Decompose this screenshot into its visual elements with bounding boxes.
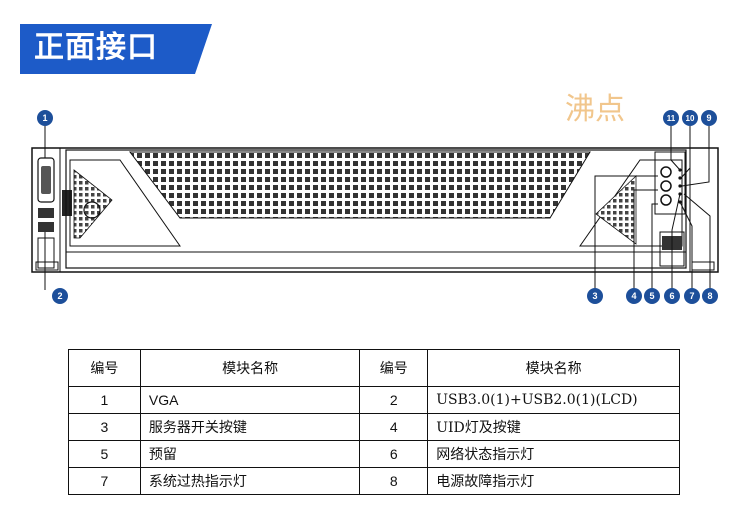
row-number: 4: [359, 413, 429, 441]
row-module-name: USB3.0(1)+USB2.0(1)(LCD): [427, 386, 680, 414]
callout-1: 1: [37, 110, 53, 126]
table-header-row: 编号 模块名称 编号 模块名称: [68, 349, 680, 387]
header-module-name-1: 模块名称: [139, 349, 361, 387]
header-module-name-2: 模块名称: [427, 349, 680, 387]
row-module-name: 电源故障指示灯: [427, 467, 680, 495]
row-number: 1: [68, 386, 141, 414]
table-row: 1 VGA 2 USB3.0(1)+USB2.0(1)(LCD): [68, 386, 680, 414]
row-module-name: VGA: [139, 386, 361, 414]
row-module-name: 系统过热指示灯: [139, 467, 361, 495]
callout-5-label: 5: [649, 291, 654, 301]
callout-10-label: 10: [686, 114, 695, 123]
row-number: 8: [359, 467, 429, 495]
header-number-1: 编号: [68, 349, 141, 387]
usb2-port: [38, 222, 54, 232]
banner-shape: [20, 24, 212, 74]
callout-3: 3: [587, 288, 603, 304]
row-number: 3: [68, 413, 141, 441]
server-front-panel-diagram: 1 2 3 4 5 6 7 8 9 10 11: [31, 110, 719, 304]
table-row: 5 预留 6 网络状态指示灯: [68, 440, 680, 468]
open-latch: [62, 190, 72, 216]
module-table: 编号 模块名称 编号 模块名称 1 VGA 2 USB3.0(1)+USB2.0…: [68, 349, 680, 495]
vga-port-pins: [41, 166, 51, 194]
watermark-text: 沸点: [565, 92, 625, 127]
callout-6: 6: [664, 288, 680, 304]
uid-button: [660, 180, 672, 192]
title-banner: 正面接口: [20, 24, 212, 74]
callout-4: 4: [626, 288, 642, 304]
bezel-lock: [83, 201, 101, 219]
row-number: 6: [359, 440, 429, 468]
callout-10: 10: [682, 110, 698, 126]
leader-lines: [44, 126, 711, 290]
header-number-2: 编号: [359, 349, 429, 387]
row-module-name: 网络状态指示灯: [427, 440, 680, 468]
callout-11: 11: [663, 110, 679, 126]
callout-11-label: 11: [667, 114, 676, 123]
callout-7-label: 7: [689, 291, 694, 301]
usb3-port: [38, 208, 54, 218]
callout-8: 8: [702, 288, 718, 304]
left-ear-ports: [37, 157, 72, 269]
page-title: 正面接口: [34, 30, 158, 65]
row-module-name: 服务器开关按键: [139, 413, 361, 441]
reserved-button: [660, 194, 672, 206]
callout-9: 9: [701, 110, 717, 126]
row-module-name: UID灯及按键: [427, 413, 680, 441]
bezel-vent-mesh: [128, 151, 591, 219]
table-row: 7 系统过热指示灯 8 电源故障指示灯: [68, 467, 680, 495]
callout-9-label: 9: [706, 113, 711, 123]
callout-1-label: 1: [42, 113, 47, 123]
front-bezel: [65, 149, 687, 269]
callout-2-label: 2: [57, 291, 62, 301]
callout-8-label: 8: [707, 291, 712, 301]
row-number: 7: [68, 467, 141, 495]
callout-markers: 1 2 3 4 5 6 7 8 9 10 11: [37, 110, 718, 304]
table-row: 3 服务器开关按键 4 UID灯及按键: [68, 413, 680, 441]
callout-5: 5: [644, 288, 660, 304]
right-control-panel: [654, 151, 686, 267]
callout-3-label: 3: [592, 291, 597, 301]
callout-4-label: 4: [631, 291, 636, 301]
row-number: 2: [359, 386, 429, 414]
power-button: [660, 166, 672, 178]
left-handle: [37, 237, 55, 269]
row-module-name: 预留: [139, 440, 361, 468]
row-number: 5: [68, 440, 141, 468]
callout-2: 2: [52, 288, 68, 304]
callout-7: 7: [684, 288, 700, 304]
vga-port: [37, 157, 55, 203]
callout-6-label: 6: [669, 291, 674, 301]
